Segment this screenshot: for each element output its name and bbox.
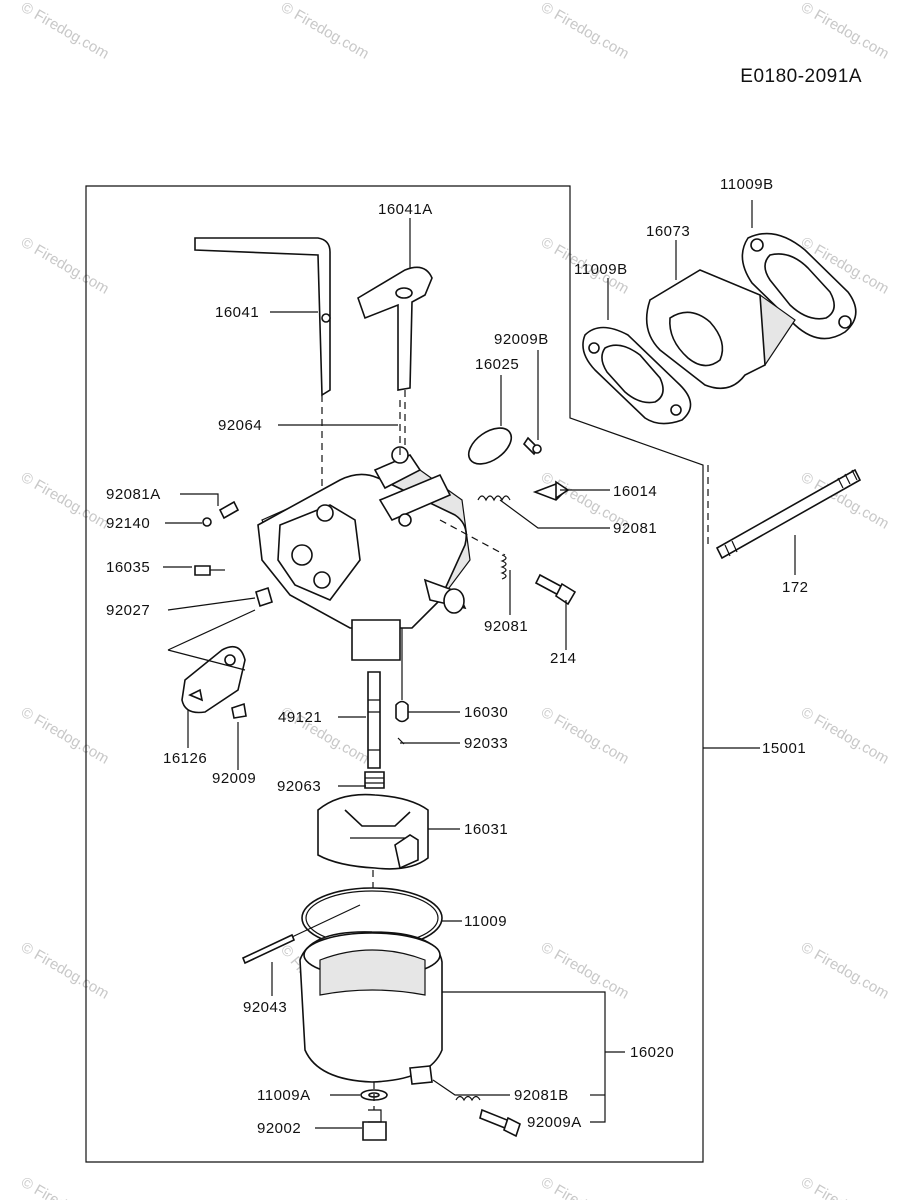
diagram-code: E0180-2091A: [740, 66, 862, 87]
callout-16041: 16041: [215, 304, 259, 321]
callout-172: 172: [782, 579, 809, 596]
watermark: © Firedog.com: [798, 1174, 892, 1200]
watermark: © Firedog.com: [18, 704, 112, 768]
callout-16035: 16035: [106, 559, 150, 576]
watermark: © Firedog.com: [538, 704, 632, 768]
gasket-11009b-inner: [582, 326, 692, 425]
callout-16073: 16073: [646, 223, 690, 240]
callout-92081a: 92081A: [106, 486, 161, 503]
watermark: © Firedog.com: [18, 234, 112, 298]
callout-92002: 92002: [257, 1120, 301, 1137]
callout-16041a: 16041A: [378, 201, 433, 218]
leader-lines: [163, 200, 796, 1129]
callout-16031: 16031: [464, 821, 508, 838]
assembly-frame: [85, 185, 704, 1163]
callout-16020: 16020: [630, 1044, 674, 1061]
callout-92009: 92009: [212, 770, 256, 787]
watermark: © Firedog.com: [538, 0, 632, 63]
lever-16041a: [357, 266, 433, 391]
callout-11009: 11009: [464, 913, 507, 930]
watermark: © Firedog.com: [18, 0, 112, 63]
throttle-rod-16041: [194, 237, 331, 397]
spring-92081b: [455, 1095, 481, 1102]
plate-16126: [181, 645, 246, 714]
jet-92063: [364, 771, 385, 789]
callout-49121: 49121: [278, 709, 322, 726]
float-bowl-16020: [299, 931, 443, 1085]
body-dash-line: [439, 519, 506, 556]
screw-92009b: [522, 436, 542, 456]
needle-16030: [395, 628, 409, 723]
callout-16025: 16025: [475, 356, 519, 373]
screw-92009: [231, 702, 247, 719]
washer-92140: [202, 517, 212, 527]
callout-15001: 15001: [762, 740, 806, 757]
callout-11009b-top: 11009B: [720, 176, 774, 193]
drain-screw-92002: [362, 1082, 387, 1141]
screw-92009a: [479, 1108, 521, 1138]
carburetor-body: [257, 446, 471, 661]
callout-92081-right: 92081: [613, 520, 657, 537]
callout-92009a: 92009A: [527, 1114, 582, 1131]
callout-92043: 92043: [243, 999, 287, 1016]
watermark: © Firedog.com: [18, 939, 112, 1003]
callout-92009b: 92009B: [494, 331, 549, 348]
callout-92033: 92033: [464, 735, 508, 752]
spring-92081-upper: [477, 495, 511, 502]
callout-214: 214: [550, 650, 577, 667]
callout-16014: 16014: [613, 483, 657, 500]
callout-16126: 16126: [163, 750, 207, 767]
watermark: © Firedog.com: [798, 0, 892, 63]
screw-214: [534, 573, 577, 606]
callout-labels: 11009B 16041A 16073 11009B 16041 92009B …: [106, 176, 809, 1137]
part-92027: [255, 586, 273, 608]
stud-172: [715, 468, 862, 560]
watermark: © Firedog.com: [18, 1174, 112, 1200]
watermark: © Firedog.com: [538, 1174, 632, 1200]
spring-92081-lower: [500, 554, 507, 580]
screw-92081a: [218, 500, 240, 520]
callout-92140: 92140: [106, 515, 150, 532]
float-16031: [317, 793, 429, 870]
callout-92081-lower: 92081: [484, 618, 528, 635]
plate-leader: [167, 609, 256, 671]
watermark: © Firedog.com: [798, 704, 892, 768]
callout-92081b: 92081B: [514, 1087, 569, 1104]
callout-16030: 16030: [464, 704, 508, 721]
choke-plate-16025: [467, 427, 513, 465]
callout-11009b-left: 11009B: [574, 261, 628, 278]
screw-16035: [194, 565, 225, 576]
gasket-11009b-outer: [741, 232, 857, 340]
callout-92064: 92064: [218, 417, 262, 434]
pin-92043: [241, 904, 361, 965]
watermark: © Firedog.com: [538, 939, 632, 1003]
callout-11009a: 11009A: [257, 1087, 311, 1104]
nozzle-49121: [367, 671, 381, 769]
insulator-16073: [645, 269, 796, 390]
watermark: © Firedog.com: [798, 939, 892, 1003]
callout-92063: 92063: [277, 778, 321, 795]
watermark: © Firedog.com: [278, 0, 372, 63]
watermark: © Firedog.com: [18, 469, 112, 533]
callout-92027: 92027: [106, 602, 150, 619]
